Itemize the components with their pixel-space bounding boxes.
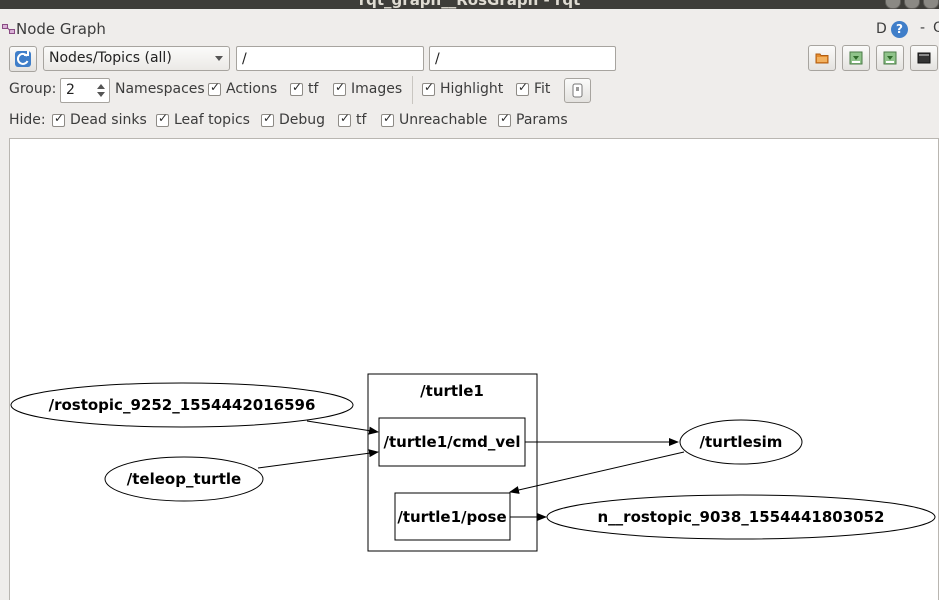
save-image-icon xyxy=(883,51,897,65)
graph-type-combo[interactable]: Nodes/Topics (all) xyxy=(43,46,230,71)
edge-turtlesim-to-pose xyxy=(509,451,685,494)
folder-icon xyxy=(815,53,829,64)
dock-title: Node Graph xyxy=(16,20,106,38)
toolbar-separator xyxy=(412,76,413,104)
maximize-window-button[interactable] xyxy=(904,0,920,9)
params-checkbox[interactable] xyxy=(498,111,511,127)
tf-hide-label: tf xyxy=(356,112,367,128)
save-svg-button[interactable] xyxy=(876,45,904,71)
graph-type-value: Nodes/Topics (all) xyxy=(49,50,172,66)
node-graph-plugin-icon xyxy=(2,24,15,34)
ros-graph: /turtle1 /rostopic_9252_1554442016596 /t… xyxy=(10,373,936,552)
dock-close-button[interactable]: O xyxy=(933,20,939,36)
leaf-topics-label: Leaf topics xyxy=(174,112,250,128)
actions-checkbox[interactable] xyxy=(208,80,221,96)
node-teleop-turtle[interactable]: /teleop_turtle xyxy=(104,456,264,502)
dead-sinks-checkbox[interactable] xyxy=(52,111,65,127)
node-rostopic-pub-label: /rostopic_9252_1554442016596 xyxy=(49,396,316,414)
screen-icon xyxy=(917,52,931,64)
edge-teleop-to-cmd-vel xyxy=(257,449,379,469)
group-label: Group: xyxy=(9,81,57,97)
chevron-down-icon xyxy=(215,56,223,61)
highlight-checkbox[interactable] xyxy=(422,80,435,96)
fit-in-view-icon xyxy=(572,83,583,98)
node-filter-field[interactable] xyxy=(236,46,424,71)
node-rostopic-pub[interactable]: /rostopic_9252_1554442016596 xyxy=(10,382,354,428)
turtle1-cluster xyxy=(367,373,538,552)
minimize-window-button[interactable] xyxy=(885,0,901,9)
node-turtlesim[interactable]: /turtlesim xyxy=(679,419,803,465)
spin-up-icon[interactable] xyxy=(97,84,105,89)
tf-group-label: tf xyxy=(308,81,319,97)
debug-checkbox[interactable] xyxy=(261,111,274,127)
topic-filter-input[interactable] xyxy=(430,47,615,70)
dock-minimize-button[interactable]: - xyxy=(920,20,926,36)
spin-down-icon[interactable] xyxy=(97,92,105,97)
tf-group-checkbox[interactable] xyxy=(290,80,303,96)
tf-hide-checkbox[interactable] xyxy=(338,111,351,127)
highlight-label: Highlight xyxy=(440,81,504,97)
topic-cmd-vel-label: /turtle1/cmd_vel xyxy=(384,433,521,451)
params-label: Params xyxy=(516,112,568,128)
node-turtlesim-label: /turtlesim xyxy=(700,433,783,451)
node-teleop-turtle-label: /teleop_turtle xyxy=(127,470,241,488)
edge-rostopic-to-cmd-vel xyxy=(306,420,379,435)
unreachable-label: Unreachable xyxy=(399,112,488,128)
group-value: 2 xyxy=(66,82,75,98)
fit-label: Fit xyxy=(534,81,551,97)
topic-cmd-vel[interactable]: /turtle1/cmd_vel xyxy=(378,417,526,467)
dock-d-button[interactable]: D xyxy=(876,21,887,37)
debug-label: Debug xyxy=(279,112,326,128)
topic-pose[interactable]: /turtle1/pose xyxy=(394,492,511,541)
fit-in-view-button[interactable] xyxy=(564,78,591,103)
dead-sinks-label: Dead sinks xyxy=(70,112,147,128)
images-label: Images xyxy=(351,81,403,97)
group-spinbox[interactable]: 2 xyxy=(60,78,110,103)
refresh-button[interactable] xyxy=(9,46,37,72)
node-rostopic-echo-label: n__rostopic_9038_1554441803052 xyxy=(598,508,885,526)
turtle1-cluster-label: /turtle1 xyxy=(420,382,484,400)
window-titlebar: rqt_graph__RosGraph - rqt xyxy=(0,0,939,9)
images-checkbox[interactable] xyxy=(333,80,346,96)
window-title: rqt_graph__RosGraph - rqt xyxy=(358,0,581,9)
fit-checkbox[interactable] xyxy=(516,80,529,96)
save-image-button[interactable] xyxy=(910,45,938,71)
namespaces-label: Namespaces xyxy=(115,81,205,97)
save-dot-button[interactable] xyxy=(842,45,870,71)
load-dot-button[interactable] xyxy=(808,45,836,71)
hide-label: Hide: xyxy=(9,112,46,128)
unreachable-checkbox[interactable] xyxy=(381,111,394,127)
refresh-icon xyxy=(15,51,31,67)
topic-filter-field[interactable] xyxy=(429,46,616,71)
graph-canvas[interactable]: /turtle1 /rostopic_9252_1554442016596 /t… xyxy=(9,138,939,600)
actions-label: Actions xyxy=(226,81,278,97)
help-icon[interactable]: ? xyxy=(891,21,908,38)
leaf-topics-checkbox[interactable] xyxy=(156,111,169,127)
node-rostopic-echo[interactable]: n__rostopic_9038_1554441803052 xyxy=(546,494,936,540)
topic-pose-label: /turtle1/pose xyxy=(397,508,506,526)
save-icon xyxy=(849,51,863,65)
node-filter-input[interactable] xyxy=(237,47,423,70)
